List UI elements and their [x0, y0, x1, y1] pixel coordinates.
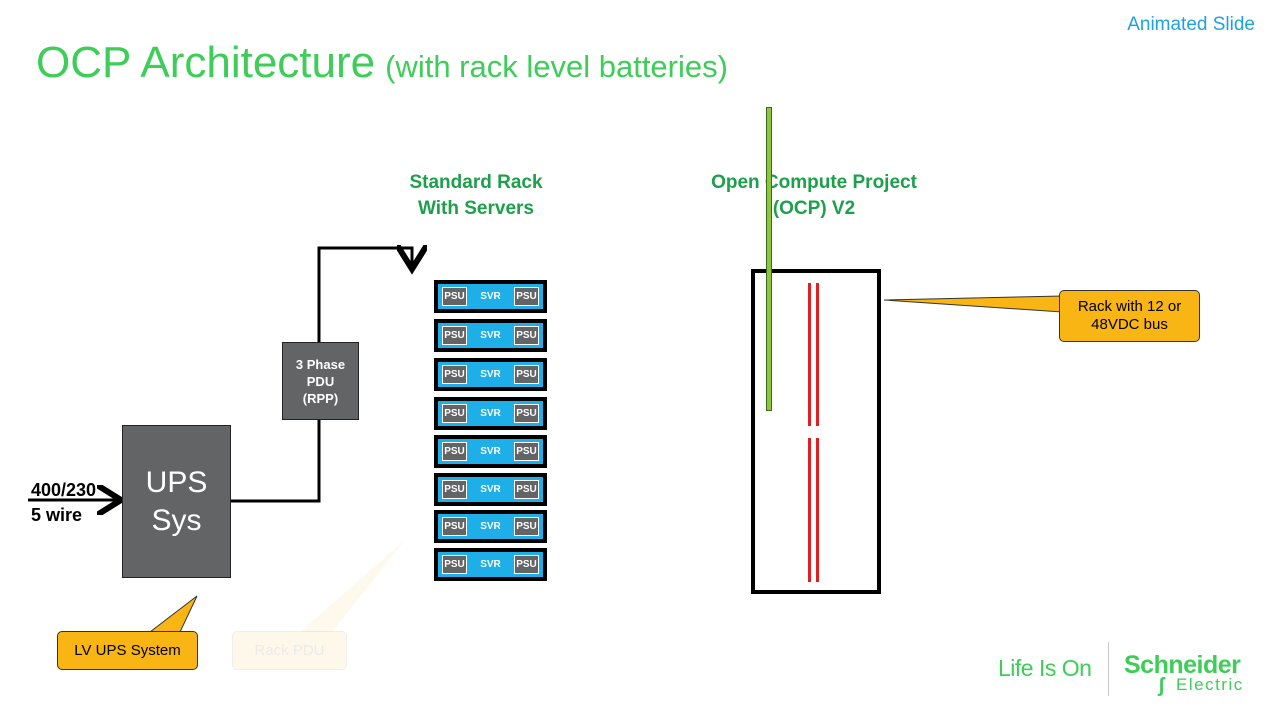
psu-right: PSU [514, 326, 539, 345]
svr-label: SVR [480, 330, 501, 341]
rack-bus-line2: 48VDC bus [1091, 316, 1168, 333]
title-text: OCP Architecture [36, 38, 376, 87]
server-unit: PSU SVR PSU [434, 435, 547, 468]
psu-left: PSU [442, 326, 467, 345]
title-subtitle: (with rack level batteries) [385, 49, 728, 84]
ups-system-box: UPS Sys [122, 425, 231, 578]
pdu-label-line2: PDU [306, 373, 335, 389]
psu-right: PSU [514, 287, 539, 306]
life-is-on-tagline: Life Is On [998, 655, 1092, 681]
ups-to-pdu-line [229, 418, 321, 503]
psu-left: PSU [442, 365, 467, 384]
input-voltage: 400/230 [31, 480, 97, 500]
dc-bus-lower-right [816, 438, 819, 582]
server-body: PSU SVR PSU [438, 284, 543, 309]
lv-ups-callout-pointer [148, 595, 198, 633]
animated-slide-tag: Animated Slide [1127, 14, 1255, 35]
psu-right: PSU [514, 365, 539, 384]
pdu-to-rack-line [317, 248, 412, 342]
psu-right: PSU [514, 442, 539, 461]
slide-title: OCP Architecture (with rack level batteri… [36, 38, 728, 88]
psu-left: PSU [442, 555, 467, 574]
server-body: PSU SVR PSU [438, 401, 543, 426]
ocp-line2: (OCP) V2 [772, 198, 856, 219]
pdu-label-line3: (RPP) [302, 390, 339, 406]
svr-label: SVR [480, 521, 501, 532]
server-body: PSU SVR PSU [438, 439, 543, 464]
psu-left: PSU [442, 442, 467, 461]
psu-right: PSU [514, 480, 539, 499]
svr-label: SVR [480, 408, 501, 419]
pdu-box: 3 Phase PDU (RPP) [282, 342, 359, 420]
server-unit: PSU SVR PSU [434, 548, 547, 581]
input-voltage-label: 400/230 5 wire [31, 478, 96, 528]
svr-label: SVR [480, 291, 501, 302]
footer-divider [1108, 642, 1109, 696]
animation-progress-bar [766, 107, 772, 411]
lv-ups-callout: LV UPS System [57, 631, 198, 670]
psu-left: PSU [442, 517, 467, 536]
psu-right: PSU [514, 555, 539, 574]
standard-rack-line1: Standard Rack [409, 172, 543, 193]
server-unit: PSU SVR PSU [434, 358, 547, 391]
brand-name: Schneider [1124, 651, 1241, 679]
server-unit: PSU SVR PSU [434, 473, 547, 506]
ups-label-line2: Sys [151, 503, 202, 537]
ocp-line1: Open Compute Project [711, 172, 917, 193]
pdu-label-line1: 3 Phase [295, 356, 346, 372]
psu-left: PSU [442, 287, 467, 306]
ups-label-line1: UPS [145, 465, 208, 499]
svr-label: SVR [480, 484, 501, 495]
server-body: PSU SVR PSU [438, 323, 543, 348]
psu-left: PSU [442, 404, 467, 423]
server-unit: PSU SVR PSU [434, 510, 547, 543]
server-unit: PSU SVR PSU [434, 319, 547, 352]
dc-bus-upper-right [816, 283, 819, 426]
dc-bus-lower-left [808, 438, 811, 582]
server-body: PSU SVR PSU [438, 552, 543, 577]
svr-label: SVR [480, 369, 501, 380]
svr-label: SVR [480, 446, 501, 457]
server-unit: PSU SVR PSU [434, 280, 547, 313]
rack-pdu-callout-pointer [300, 540, 405, 632]
rack-bus-callout: Rack with 12 or 48VDC bus [1059, 290, 1200, 342]
psu-left: PSU [442, 480, 467, 499]
psu-right: PSU [514, 404, 539, 423]
svr-label: SVR [480, 559, 501, 570]
server-body: PSU SVR PSU [438, 514, 543, 539]
rack-pdu-callout: Rack PDU [232, 631, 347, 670]
standard-rack-line2: With Servers [418, 198, 534, 219]
server-body: PSU SVR PSU [438, 477, 543, 502]
brand-subname: Electric [1176, 675, 1244, 694]
ocp-heading: Open Compute Project (OCP) V2 [694, 170, 934, 222]
schneider-logo-icon: ʃ [1158, 675, 1165, 697]
rack-bus-line1: Rack with 12 or [1077, 298, 1182, 315]
input-wire: 5 wire [31, 505, 83, 525]
rack-bus-callout-pointer [883, 295, 1063, 313]
dc-bus-upper-left [808, 283, 811, 426]
standard-rack-heading: Standard Rack With Servers [396, 170, 556, 222]
psu-right: PSU [514, 517, 539, 536]
server-unit: PSU SVR PSU [434, 397, 547, 430]
server-body: PSU SVR PSU [438, 362, 543, 387]
